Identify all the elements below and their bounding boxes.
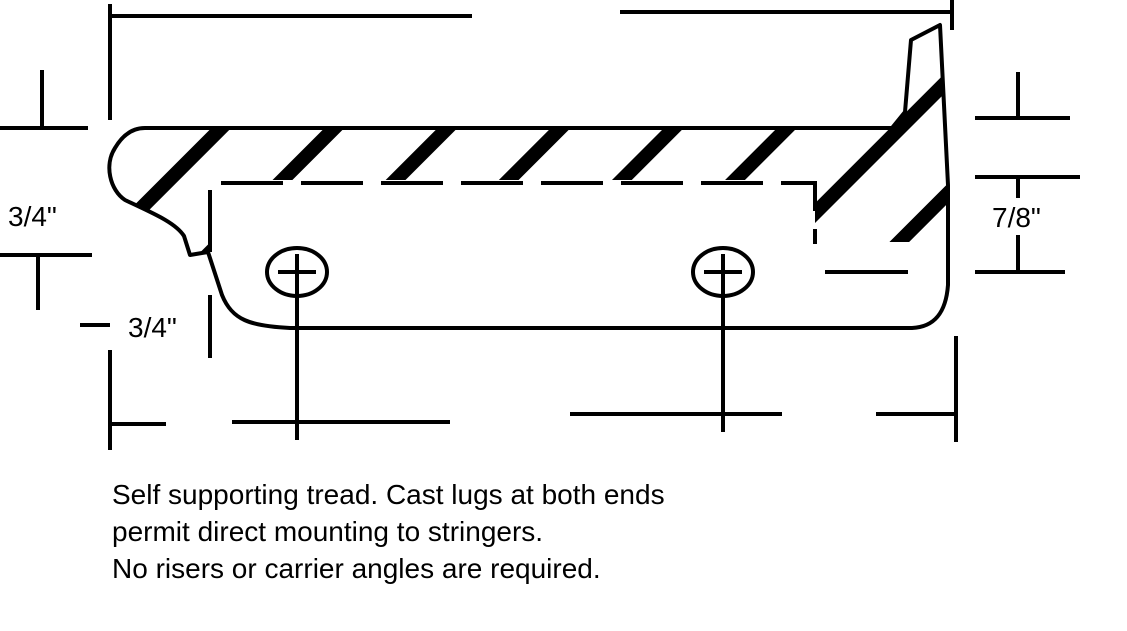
bottom-dimension-line — [108, 336, 958, 450]
left-upper-dimension-label: 3/4" — [8, 201, 57, 232]
left-upper-dimension — [0, 70, 92, 310]
caption-line-2: permit direct mounting to stringers. — [112, 516, 544, 547]
left-lower-dimension-label: 3/4" — [128, 312, 177, 343]
hatched-section — [109, 25, 948, 255]
tread-outline — [107, 23, 950, 330]
caption: Self supporting tread. Cast lugs at both… — [112, 476, 1012, 587]
right-bolt-hole — [691, 246, 755, 432]
top-dimension-line — [108, 0, 954, 120]
left-bolt-hole — [265, 246, 329, 440]
caption-line-3: No risers or carrier angles are required… — [112, 553, 601, 584]
dashed-inner-line — [208, 181, 817, 252]
caption-line-1: Self supporting tread. Cast lugs at both… — [112, 479, 665, 510]
left-lower-dimension — [80, 295, 212, 358]
right-dimension — [975, 72, 1080, 274]
right-dimension-label: 7/8" — [992, 202, 1041, 233]
